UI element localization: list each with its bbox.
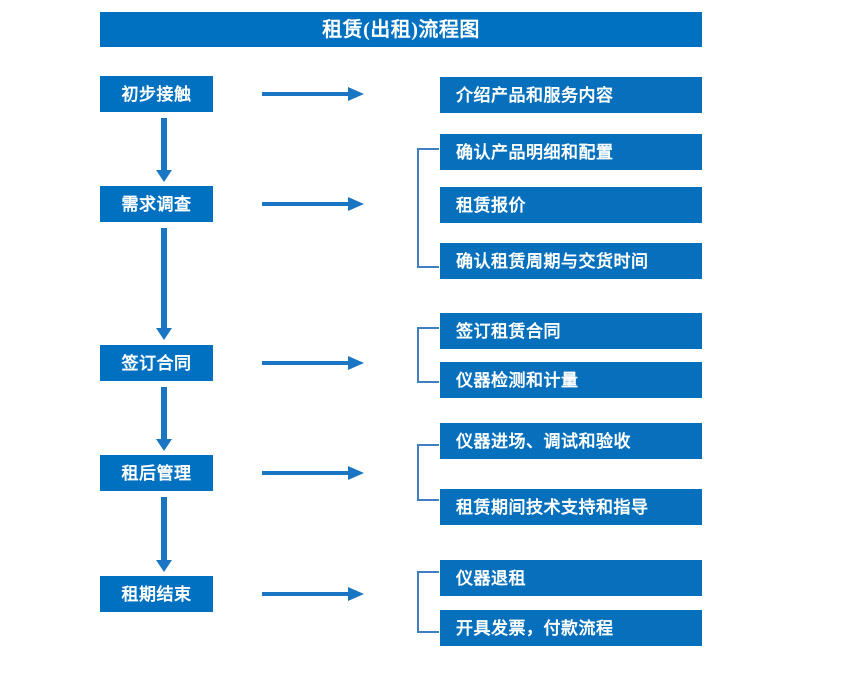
detail-label: 签订租赁合同 xyxy=(456,321,561,341)
detail-box-2[interactable]: 确认产品明细和配置 xyxy=(440,134,702,170)
detail-box-5[interactable]: 签订租赁合同 xyxy=(440,313,702,349)
detail-label: 确认产品明细和配置 xyxy=(456,142,614,162)
group-bracket-2 xyxy=(417,148,439,268)
detail-label: 开具发票，付款流程 xyxy=(456,618,614,638)
down-arrow-icon-2 xyxy=(156,228,172,340)
detail-box-9[interactable]: 仪器退租 xyxy=(440,560,702,596)
stage-box-2[interactable]: 需求调查 xyxy=(100,186,213,222)
stage-label: 租期结束 xyxy=(121,584,192,604)
down-arrow-icon-1 xyxy=(156,118,172,182)
group-bracket-3 xyxy=(417,327,439,383)
stage-box-1[interactable]: 初步接触 xyxy=(100,76,213,112)
stage-box-3[interactable]: 签订合同 xyxy=(100,345,213,381)
stage-label: 签订合同 xyxy=(121,353,192,373)
detail-box-3[interactable]: 租赁报价 xyxy=(440,187,702,223)
right-arrow-icon-4 xyxy=(262,466,364,480)
stage-label: 初步接触 xyxy=(121,84,192,104)
chart-title-banner: 租赁(出租)流程图 xyxy=(100,12,702,47)
stage-label: 需求调查 xyxy=(121,194,192,214)
detail-box-1[interactable]: 介绍产品和服务内容 xyxy=(440,77,702,113)
detail-box-6[interactable]: 仪器检测和计量 xyxy=(440,362,702,398)
right-arrow-icon-5 xyxy=(262,587,364,601)
group-bracket-4 xyxy=(417,444,439,501)
detail-box-4[interactable]: 确认租赁周期与交货时间 xyxy=(440,243,702,279)
page-title: 租赁(出租)流程图 xyxy=(322,18,480,41)
detail-box-10[interactable]: 开具发票，付款流程 xyxy=(440,610,702,646)
right-arrow-icon-1 xyxy=(262,87,364,101)
group-bracket-5 xyxy=(417,571,439,633)
detail-label: 介绍产品和服务内容 xyxy=(456,85,614,105)
detail-label: 仪器进场、调试和验收 xyxy=(456,431,631,451)
detail-label: 仪器退租 xyxy=(456,568,526,588)
right-arrow-icon-2 xyxy=(262,197,364,211)
stage-box-5[interactable]: 租期结束 xyxy=(100,576,213,612)
right-arrow-icon-3 xyxy=(262,356,364,370)
detail-label: 仪器检测和计量 xyxy=(456,370,579,390)
detail-box-7[interactable]: 仪器进场、调试和验收 xyxy=(440,423,702,459)
detail-box-8[interactable]: 租赁期间技术支持和指导 xyxy=(440,489,702,525)
detail-label: 租赁期间技术支持和指导 xyxy=(456,497,649,517)
detail-label: 租赁报价 xyxy=(456,195,526,215)
stage-label: 租后管理 xyxy=(121,463,192,483)
stage-box-4[interactable]: 租后管理 xyxy=(100,455,213,491)
detail-label: 确认租赁周期与交货时间 xyxy=(456,251,649,271)
down-arrow-icon-4 xyxy=(156,497,172,572)
down-arrow-icon-3 xyxy=(156,387,172,451)
